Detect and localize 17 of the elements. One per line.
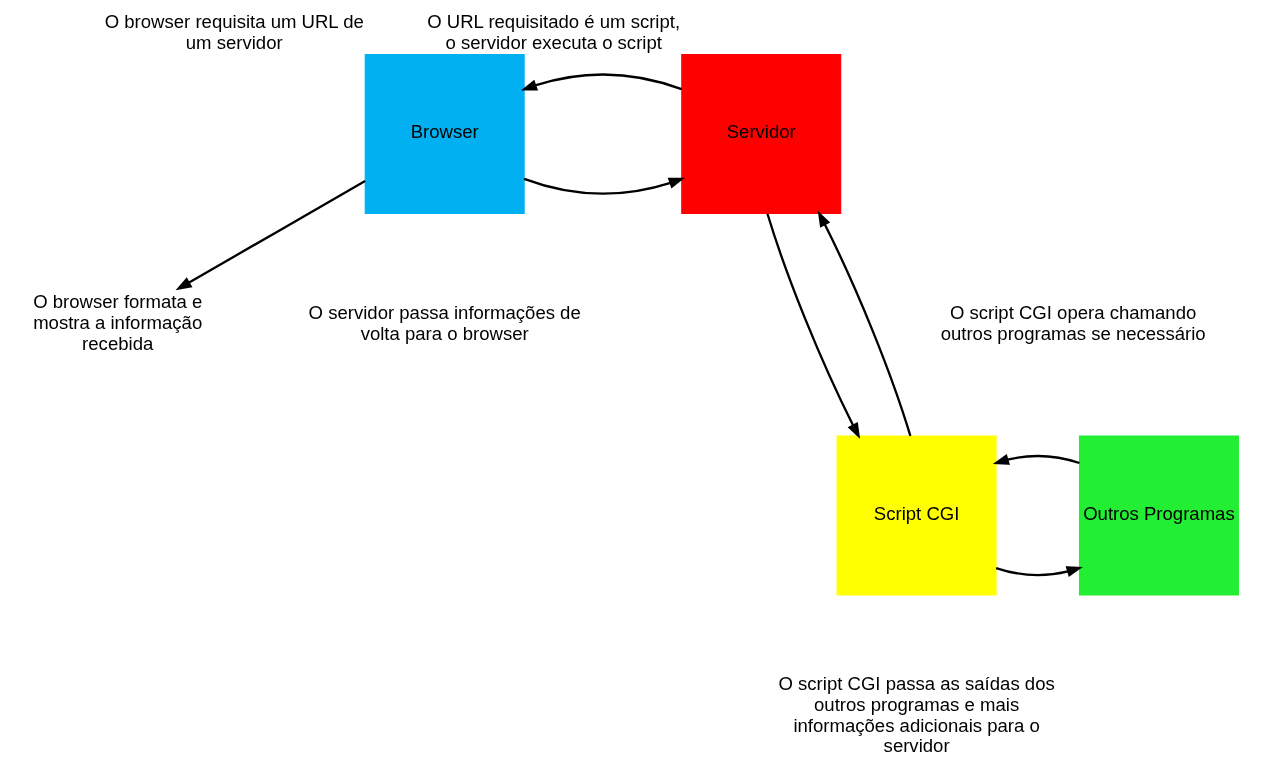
node-box: Script CGI [836, 435, 997, 596]
arrow [817, 210, 912, 437]
node-label: O URL requisitado é um script, o servidor executa o script [427, 10, 681, 53]
label: O script CGI passa as saídas dos outros programas e mais informações adicionais para o servidor [778, 672, 1055, 757]
arrow [523, 177, 685, 195]
node-box: Servidor [681, 54, 842, 215]
label: O servidor passa informações de volta para o browser [308, 301, 581, 344]
node-box: Browser [364, 54, 525, 215]
arrow [992, 453, 1080, 465]
label: O script CGI opera chamando outros programas se necessário [940, 301, 1206, 344]
arrow [995, 566, 1083, 578]
node-box: Outros Programas [1078, 435, 1239, 596]
node-label: O browser requisita um URL de um servidor [104, 10, 364, 53]
arrow [766, 213, 861, 440]
arrow [520, 73, 682, 91]
node-text: O browser formata e mostra a informação recebida [33, 291, 203, 355]
arrow [175, 180, 366, 291]
